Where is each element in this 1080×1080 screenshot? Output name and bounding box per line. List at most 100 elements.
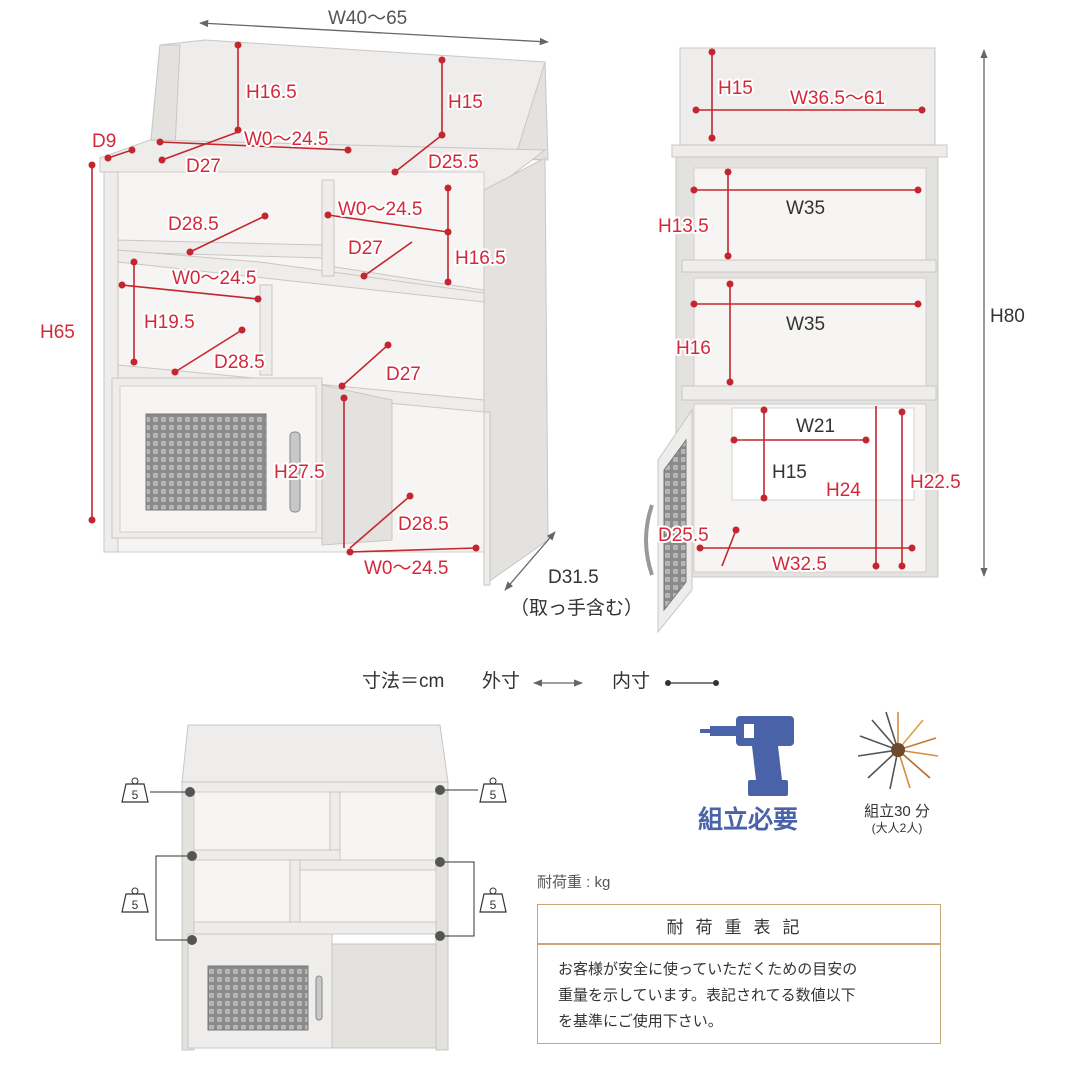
label-d31-5: D31.5	[548, 567, 599, 588]
h15-top-dot-a	[438, 56, 446, 64]
load-top-board	[181, 724, 449, 783]
d27-lower-dot-b	[384, 341, 392, 349]
label-side-w32-5: W32.5	[772, 554, 827, 575]
load-notice-title: 耐荷重表記	[666, 918, 812, 937]
label-w-top: W0～24.5	[244, 129, 328, 150]
side-w35a-dot-a	[690, 186, 698, 194]
weight-value-1: 5	[132, 788, 139, 802]
outer-width-arrow	[199, 19, 549, 46]
d28-5-bottom-line	[349, 495, 411, 549]
label-h27-5: H27.5	[274, 462, 325, 483]
label-side-h13-5: H13.5	[658, 216, 709, 237]
side-h22-5-dot-a	[898, 408, 906, 416]
h27-5-dot-a	[340, 394, 348, 402]
side-w32-5-dot-b	[908, 544, 916, 552]
load-right-post	[435, 791, 449, 1051]
label-w40-65: W40～65	[328, 8, 407, 29]
side-h24-dot	[872, 562, 880, 570]
cabinet-side	[321, 384, 393, 546]
load-point-3b	[187, 935, 197, 945]
divider-middle	[259, 284, 273, 376]
d25-5-line	[394, 134, 443, 173]
front-dimensions: W40～65 H65 D9 H16.5 H15 W0～24.5 D27 D25.…	[38, 8, 643, 619]
label-side-h16: H16	[676, 338, 711, 359]
side-upper-opening	[693, 167, 927, 261]
d27-upper-right-line	[363, 241, 413, 277]
weight-icon: 5	[479, 777, 507, 803]
d27-top-line	[161, 131, 239, 161]
legend-unit: 寸法＝cm	[362, 670, 444, 692]
w-middle-line	[121, 284, 259, 300]
d25-5-dot	[391, 168, 399, 176]
label-side-h15: H15	[718, 78, 753, 99]
side-w36-5-dot-b	[918, 106, 926, 114]
weight-value-3: 5	[132, 898, 139, 912]
load-point-2	[435, 785, 445, 795]
label-h65: H65	[40, 322, 75, 343]
d28-5-bottom-dot	[406, 492, 414, 500]
side-middle-shelf	[681, 385, 937, 401]
w-top-dot-b	[344, 146, 352, 154]
d28-5-upper-dot-a	[186, 248, 194, 256]
load-cabinet-side	[331, 943, 437, 1049]
side-w35b-dot-a	[690, 300, 698, 308]
side-d25-5-dot	[732, 526, 740, 534]
load-shelf-illustration	[181, 724, 449, 1051]
right-side-panel	[483, 157, 549, 586]
label-side-h80: H80	[990, 306, 1025, 327]
w-bottom-dot-a	[346, 548, 354, 556]
side-w21-dot-b	[862, 436, 870, 444]
h65-dot-bottom	[88, 516, 96, 524]
load-divider-upper	[329, 791, 341, 853]
d31-5-arrow	[504, 531, 556, 591]
label-side-w21: W21	[796, 416, 835, 437]
load-notice-line-1: お客様が安全に使っていただくための目安の	[558, 961, 858, 978]
weight-icon: 5	[121, 777, 149, 803]
side-dimensions: H15 W36.5～61 H80 W35 H13.5 W35 H16 W21	[656, 48, 1025, 577]
side-h15-dot-b	[708, 134, 716, 142]
load-weights: 5 5 5 5	[121, 777, 507, 945]
d27-top-dot	[158, 156, 166, 164]
side-door-handle	[644, 504, 654, 576]
label-side-w36-5: W36.5～61	[790, 88, 885, 109]
label-side-w35b: W35	[786, 314, 825, 335]
load-shelf-b	[289, 859, 437, 871]
d28-5-upper-dot-b	[261, 212, 269, 220]
door-handle	[289, 431, 301, 513]
load-bracket-3	[155, 855, 192, 941]
legend-inner: 内寸	[612, 670, 650, 692]
h16-5-right-dot-a	[444, 184, 452, 192]
load-notice-line-2: 重量を示しています。表記されてる数値以下	[558, 987, 856, 1004]
side-shelf-illustration	[644, 47, 948, 634]
h16-5-top-dot-b	[234, 126, 242, 134]
label-h16-5-top: H16.5	[246, 82, 297, 103]
side-w35a-dot-b	[914, 186, 922, 194]
door-glass	[145, 413, 267, 511]
side-upper-shelf	[681, 259, 937, 273]
top-side-board-left	[149, 44, 181, 151]
h16-5-right-dot-b	[444, 278, 452, 286]
d28-5-middle-line	[174, 329, 243, 373]
weight-value-4: 5	[490, 898, 497, 912]
load-shelf-c	[193, 921, 437, 935]
side-h16-dot-a	[726, 280, 734, 288]
label-d28-5-upper: D28.5	[168, 214, 219, 235]
d27-lower-line	[341, 344, 389, 387]
d27-upper-right-dot	[360, 272, 368, 280]
label-d25-5: D25.5	[428, 152, 479, 173]
side-h15-dot-a	[708, 48, 716, 56]
label-w-upper-right: W0～24.5	[338, 199, 422, 220]
side-h15-inner-dot-b	[760, 494, 768, 502]
h65-dot-top	[88, 161, 96, 169]
label-side-d25-5: D25.5	[658, 525, 709, 546]
clock-icon	[857, 711, 939, 790]
load-door-handle	[315, 975, 323, 1021]
load-door-glass	[207, 965, 309, 1031]
side-h22-5-dot-b	[898, 562, 906, 570]
side-h13-5-dot-a	[724, 168, 732, 176]
label-h19-5: H19.5	[144, 312, 195, 333]
w-top-dot-a	[156, 138, 164, 146]
label-d27-upper-right: D27	[348, 238, 383, 259]
label-w-bottom: W0～24.5	[364, 558, 448, 579]
load-point-4b	[435, 931, 445, 941]
